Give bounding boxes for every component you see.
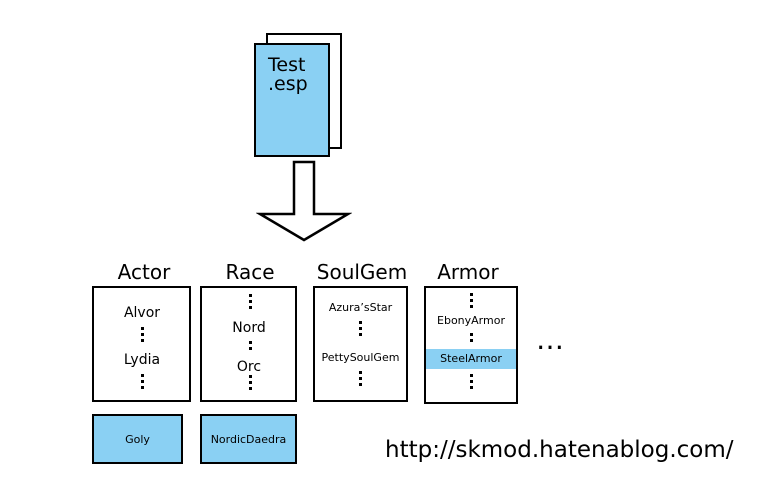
- actor-added-record: Goly: [92, 414, 183, 464]
- armor-item-ebony-armor: EbonyArmor: [437, 314, 505, 327]
- race-item-nord: Nord: [232, 320, 266, 336]
- race-ellipsis-dots-bottom: [248, 375, 252, 393]
- soulgem-item-petty-soul-gem: PettySoulGem: [321, 351, 400, 364]
- armor-item-steel-armor-highlighted: SteelArmor: [426, 349, 516, 369]
- race-ellipsis-dots-middle: [248, 341, 252, 353]
- actor-ellipsis-dots: [140, 327, 144, 345]
- source-url: http://skmod.hatenablog.com/: [385, 437, 734, 463]
- actor-item-alvor: Alvor: [123, 305, 161, 321]
- armor-column-title: Armor: [437, 260, 499, 284]
- soulgem-column-title: SoulGem: [316, 260, 408, 284]
- soulgem-record-box: [313, 286, 408, 402]
- down-arrow-icon: [256, 160, 352, 242]
- soulgem-ellipsis-dots-bottom: [358, 371, 362, 389]
- race-column-title: Race: [225, 260, 275, 284]
- race-added-record: NordicDaedra: [200, 414, 297, 464]
- soulgem-item-azuras-star: Azura’sStar: [328, 301, 393, 314]
- armor-ellipsis-dots-middle: [469, 333, 473, 345]
- plugin-file-name: Test .esp: [268, 54, 308, 95]
- actor-item-lydia: Lydia: [123, 352, 161, 368]
- actor-ellipsis-dots-bottom: [140, 374, 144, 392]
- race-item-orc: Orc: [236, 359, 262, 375]
- armor-ellipsis-dots-bottom: [469, 374, 473, 392]
- plugin-file-sheet: [254, 43, 330, 157]
- race-ellipsis-dots-top: [248, 294, 252, 312]
- soulgem-ellipsis-dots-top: [358, 321, 362, 339]
- race-record-box: [200, 286, 297, 402]
- actor-column-title: Actor: [117, 260, 171, 284]
- armor-ellipsis-dots-top: [469, 293, 473, 311]
- more-columns-ellipsis: …: [536, 323, 567, 356]
